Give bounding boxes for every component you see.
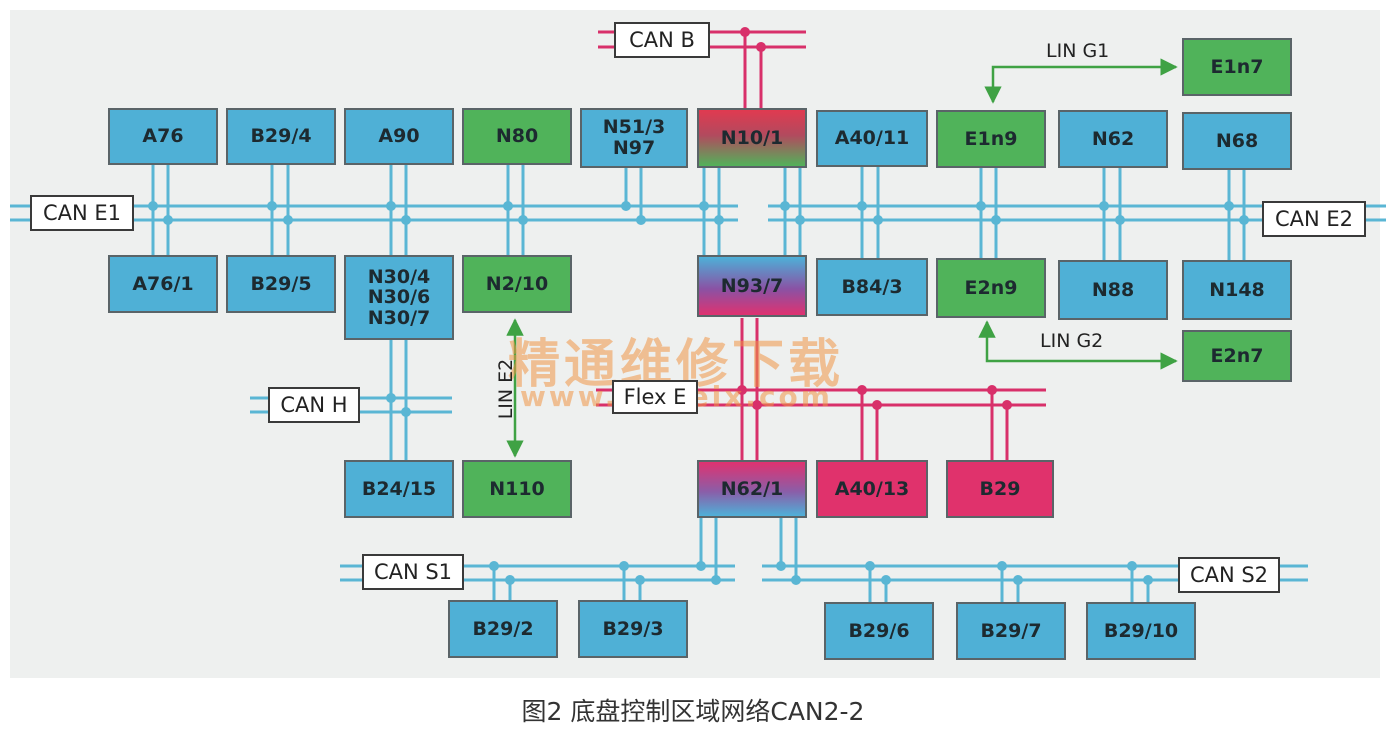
node-e2n9[interactable]: E2n9 xyxy=(936,258,1046,318)
node-label: N80 xyxy=(495,125,539,148)
node-label: B29/7 xyxy=(980,619,1042,642)
node-b29-3[interactable]: B29/3 xyxy=(578,600,688,658)
node-label: N88 xyxy=(1091,278,1135,301)
node-b29-4[interactable]: B29/4 xyxy=(226,108,336,165)
node-n62-1[interactable]: N62/1 xyxy=(697,460,807,518)
bus-label-can-b: CAN B xyxy=(614,22,710,58)
node-label: E2n7 xyxy=(1210,344,1264,367)
node-label: N110 xyxy=(489,477,545,500)
node-a40-11[interactable]: A40/11 xyxy=(816,110,928,167)
node-label: B29/4 xyxy=(250,125,312,148)
node-n80[interactable]: N80 xyxy=(462,108,572,165)
node-a76-1[interactable]: A76/1 xyxy=(108,255,218,313)
node-n88[interactable]: N88 xyxy=(1058,260,1168,320)
node-label: N97 xyxy=(612,137,656,159)
bus-label-can-s1: CAN S1 xyxy=(362,554,464,590)
node-label: N93/7 xyxy=(720,274,784,297)
node-label: B29/3 xyxy=(602,617,664,640)
node-b29-2[interactable]: B29/2 xyxy=(448,600,558,658)
node-label: N30/6 xyxy=(367,286,431,309)
node-label: N68 xyxy=(1215,129,1259,152)
node-b29[interactable]: B29 xyxy=(946,460,1054,518)
node-label: N10/1 xyxy=(720,126,784,149)
node-label: E1n7 xyxy=(1210,55,1264,78)
node-a76[interactable]: A76 xyxy=(108,108,218,165)
node-label: N62/1 xyxy=(720,477,784,500)
node-n2-10[interactable]: N2/10 xyxy=(462,255,572,313)
node-label: A76 xyxy=(142,125,184,148)
node-e2n7[interactable]: E2n7 xyxy=(1182,330,1292,382)
node-b29-10[interactable]: B29/10 xyxy=(1086,602,1196,660)
node-label: A76/1 xyxy=(132,272,194,295)
node-n10-1[interactable]: N10/1 xyxy=(697,108,807,168)
node-b84-3[interactable]: B84/3 xyxy=(816,258,928,316)
figure-caption: 图2 底盘控制区域网络CAN2-2 xyxy=(521,697,865,726)
flex-e-bus xyxy=(596,318,1046,460)
node-label: B29/10 xyxy=(1103,619,1179,642)
node-label: E1n9 xyxy=(964,127,1018,150)
node-b29-6[interactable]: B29/6 xyxy=(824,602,934,660)
lin-label-e2: LIN E2 xyxy=(495,358,517,420)
node-label: N2/10 xyxy=(485,272,549,295)
node-label: A90 xyxy=(378,125,420,148)
lin-label-g2: LIN G2 xyxy=(1040,330,1104,352)
node-label: B29 xyxy=(979,477,1021,500)
node-label: B29/2 xyxy=(472,617,534,640)
node-b29-7[interactable]: B29/7 xyxy=(956,602,1066,660)
bus-label-can-s2: CAN S2 xyxy=(1178,557,1280,593)
node-label: N62 xyxy=(1091,127,1135,150)
node-n148[interactable]: N148 xyxy=(1182,260,1292,320)
node-label: N30/4 xyxy=(367,265,431,288)
node-n68[interactable]: N68 xyxy=(1182,112,1292,170)
node-label: N51/3 xyxy=(602,116,666,139)
lin-g1-link xyxy=(984,58,1178,104)
node-label: A40/11 xyxy=(834,127,910,150)
node-b24-15[interactable]: B24/15 xyxy=(344,460,454,518)
node-e1n7[interactable]: E1n7 xyxy=(1182,38,1292,96)
node-label: B29/5 xyxy=(250,272,312,295)
node-a90[interactable]: A90 xyxy=(344,108,454,165)
node-label: N30/7 xyxy=(367,306,431,329)
bus-label-flex-e: Flex E xyxy=(612,380,698,414)
node-n110[interactable]: N110 xyxy=(462,460,572,518)
node-a40-13[interactable]: A40/13 xyxy=(816,460,928,518)
lin-g2-link xyxy=(978,320,1178,370)
bus-label-can-h: CAN H xyxy=(268,387,360,423)
node-label: B84/3 xyxy=(841,275,903,298)
lin-label-g1: LIN G1 xyxy=(1046,40,1110,62)
node-label: E2n9 xyxy=(964,276,1018,299)
node-label: B24/15 xyxy=(361,477,437,500)
node-n93-7[interactable]: N93/7 xyxy=(697,255,807,317)
can-e1-bus xyxy=(10,165,738,255)
bus-label-can-e2: CAN E2 xyxy=(1262,201,1366,237)
bus-label-can-e1: CAN E1 xyxy=(30,195,134,231)
node-label: B29/6 xyxy=(848,619,910,642)
node-b29-5[interactable]: B29/5 xyxy=(226,255,336,313)
node-label: N148 xyxy=(1209,278,1265,301)
node-n62[interactable]: N62 xyxy=(1058,110,1168,168)
node-label: A40/13 xyxy=(834,477,910,500)
node-e1n9[interactable]: E1n9 xyxy=(936,110,1046,168)
